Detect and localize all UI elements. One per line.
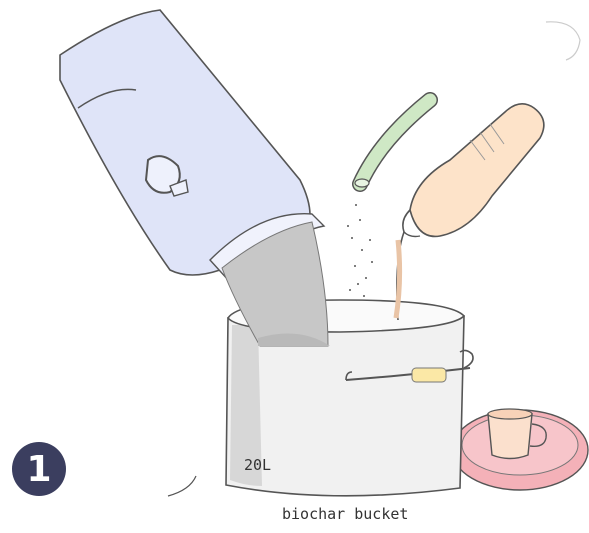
bucket-caption: biochar bucket xyxy=(282,505,408,523)
bottle-icon xyxy=(396,104,544,320)
hose-icon xyxy=(355,100,430,187)
water-spray xyxy=(347,204,373,297)
step-number-badge: 1 xyxy=(12,442,66,496)
bucket-volume-label: 20L xyxy=(244,456,271,474)
